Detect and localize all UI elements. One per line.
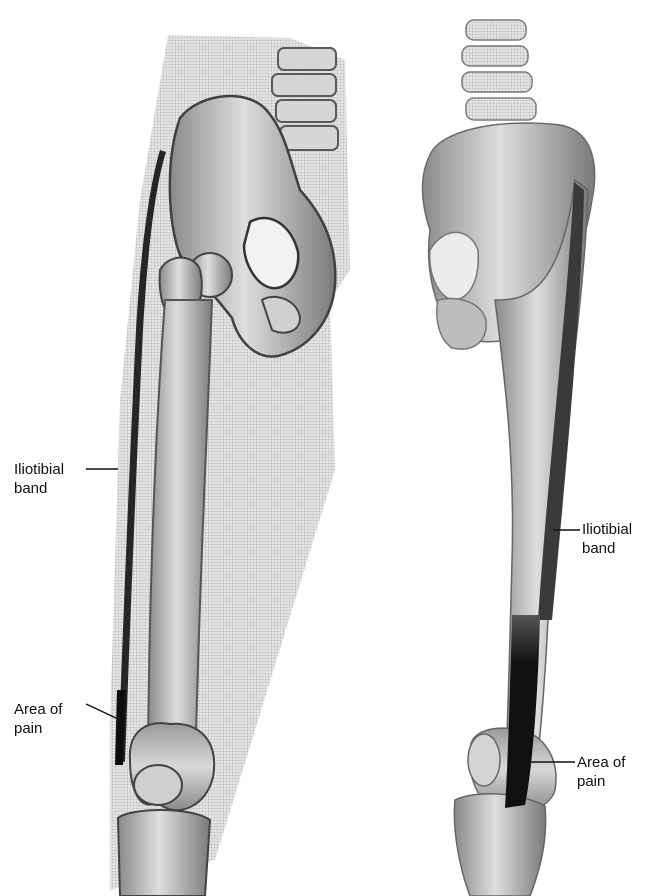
front-patella (134, 765, 182, 805)
label-iliotibial-band-side: Iliotibial band (582, 520, 632, 558)
label-iliotibial-band-front: Iliotibial band (14, 460, 64, 498)
label-area-of-pain-side: Area of pain (577, 753, 625, 791)
side-tibia (454, 794, 545, 896)
side-spine (462, 20, 536, 120)
side-patella (468, 734, 500, 786)
front-view (110, 35, 350, 896)
side-view (423, 20, 595, 896)
front-tibia (118, 810, 210, 896)
label-area-of-pain-front: Area of pain (14, 700, 62, 738)
